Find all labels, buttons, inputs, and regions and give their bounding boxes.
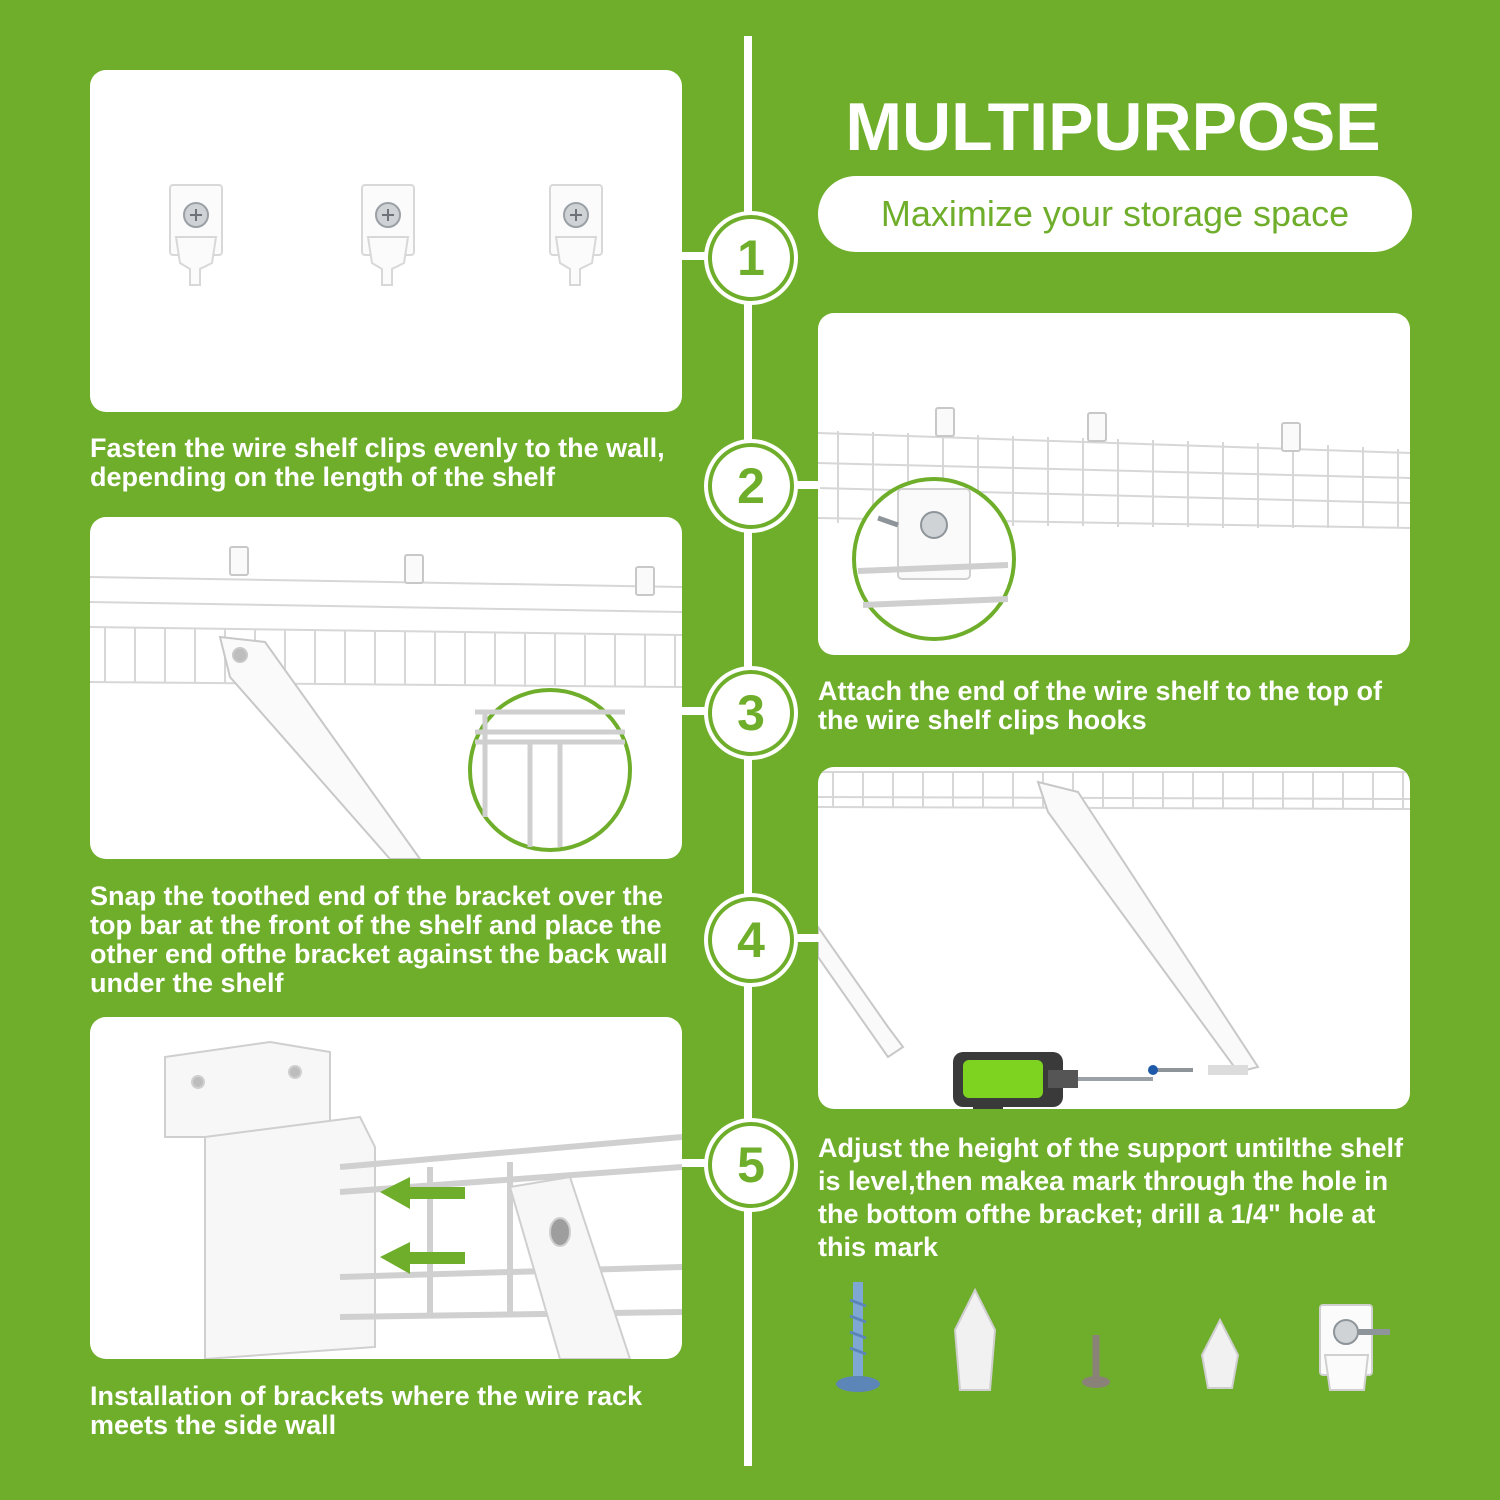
subtitle-badge: Maximize your storage space [818, 176, 1412, 252]
step-2-caption-line: the wire shelf clips hooks [818, 705, 1147, 735]
step-2-number: 2 [737, 458, 765, 514]
screw-icon [1082, 1335, 1110, 1388]
bracket-icon [90, 546, 682, 859]
step-5-number-badge: 5 [708, 1122, 794, 1208]
step-2-caption-line: Attach the end of the wire shelf to the … [818, 676, 1382, 706]
step-3-number: 3 [737, 685, 765, 741]
drill-icon [818, 771, 1410, 1109]
page-title: MULTIPURPOSE [845, 89, 1381, 165]
step-4-caption-line: is level,then makea mark through the hol… [818, 1166, 1389, 1196]
wall-clip-icon [169, 184, 603, 286]
step-3-image-panel [90, 517, 682, 859]
step-3-caption-line: top bar at the front of the shelf and pl… [90, 910, 662, 940]
step-4-caption: Adjust the height of the support untilth… [818, 1132, 1448, 1264]
subtitle-text: Maximize your storage space [880, 193, 1350, 234]
step-4-caption-line: Adjust the height of the support untilth… [818, 1133, 1403, 1163]
step-1-caption: Fasten the wire shelf clips evenly to th… [90, 434, 710, 492]
step-3-caption-line: under the shelf [90, 968, 284, 998]
wall-anchor-icon [1200, 1317, 1240, 1389]
step-1-image-panel [90, 70, 682, 412]
wall-anchor-icon [953, 1287, 997, 1391]
wall-clip-icon [1319, 1304, 1390, 1391]
step-1-caption-line: Fasten the wire shelf clips evenly to th… [90, 433, 665, 463]
step-4-number-badge: 4 [708, 897, 794, 983]
step-2-image-panel [818, 313, 1410, 655]
step-4-caption-line: the bottom ofthe bracket; drill a 1/4" h… [818, 1199, 1376, 1229]
step-5-number: 5 [737, 1137, 765, 1193]
step-3-caption: Snap the toothed end of the bracket over… [90, 882, 710, 998]
step-4-image-panel [818, 767, 1410, 1109]
step-1-number: 1 [737, 230, 765, 286]
step-4-caption-line: this mark [818, 1232, 939, 1262]
step-3-caption-line: Snap the toothed end of the bracket over… [90, 881, 664, 911]
step-2-number-badge: 2 [708, 443, 794, 529]
hardware-row [830, 1280, 1410, 1410]
step-1-number-badge: 1 [708, 215, 794, 301]
screw-icon [836, 1282, 880, 1392]
step-4-number: 4 [737, 912, 765, 968]
step-3-number-badge: 3 [708, 670, 794, 756]
bracket-icon [164, 1040, 682, 1359]
step-5-caption-line: Installation of brackets where the wire … [90, 1381, 643, 1411]
step-5-caption: Installation of brackets where the wire … [90, 1382, 710, 1440]
wire-shelf-icon [818, 407, 1410, 641]
arrow-left-icon [380, 1177, 465, 1274]
step-5-image-panel [90, 1017, 682, 1359]
step-2-caption: Attach the end of the wire shelf to the … [818, 677, 1438, 735]
step-5-caption-line: meets the side wall [90, 1410, 337, 1440]
step-3-caption-line: other end ofthe bracket against the back… [90, 939, 668, 969]
step-1-caption-line: depending on the length of the shelf [90, 462, 555, 492]
